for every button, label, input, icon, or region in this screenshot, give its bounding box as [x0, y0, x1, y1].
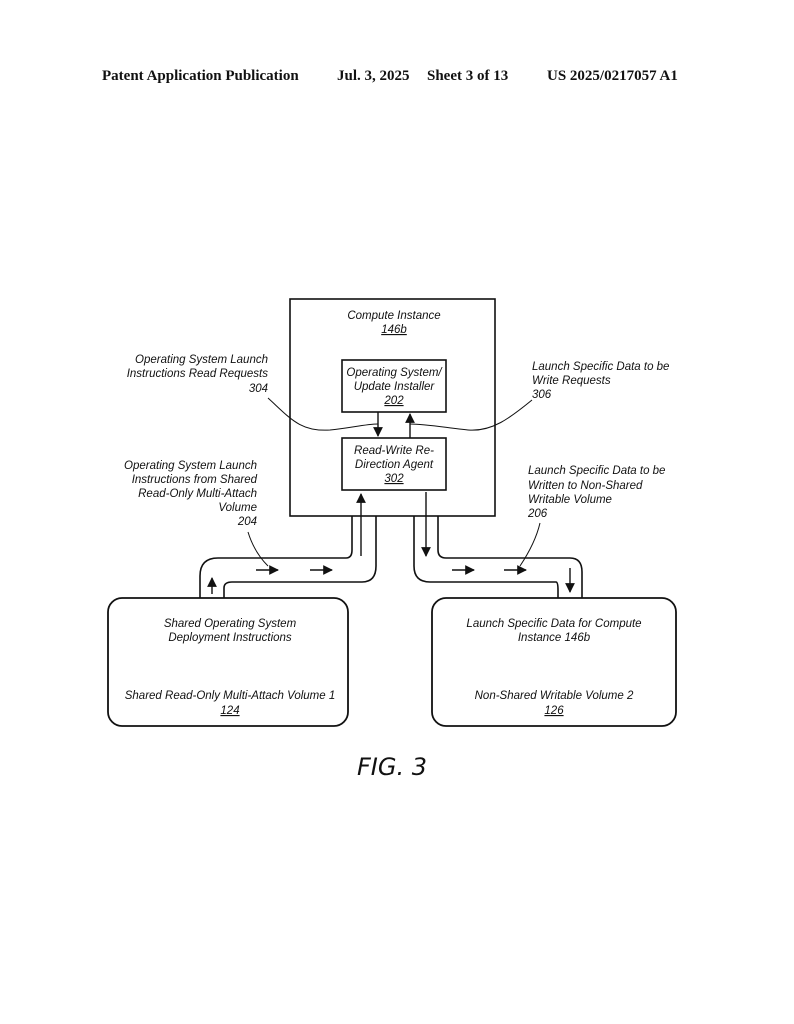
shared-volume-content2: Deployment Instructions [168, 632, 292, 644]
compute-instance-title: Compute Instance [347, 310, 440, 322]
publication-title: Patent Application Publication [102, 68, 299, 84]
page-header: Patent Application Publication Jul. 3, 2… [0, 68, 794, 92]
left-pipe-inner [223, 516, 377, 598]
rw-agent-line2: Direction Agent [355, 459, 434, 471]
compute-instance-ref: 146b [381, 324, 407, 336]
nonshared-volume-content2: Instance 146b [518, 632, 591, 644]
compute-instance-box [289, 298, 496, 517]
figure-label: FIG. 3 [357, 753, 427, 781]
rw-agent-ref: 302 [384, 473, 404, 485]
shared-volume-content1: Shared Operating System [164, 618, 297, 630]
label-306-leader [409, 399, 533, 431]
label-306-line1: Launch Specific Data to be [532, 361, 669, 373]
label-204-ref: 204 [237, 516, 257, 528]
shared-volume-name: Shared Read-Only Multi-Attach Volume 1 [125, 690, 336, 702]
publication-number: US 2025/0217057 A1 [547, 68, 678, 84]
rw-agent-line1: Read-Write Re- [354, 445, 434, 457]
sheet-number: Sheet 3 of 13 [427, 68, 509, 84]
label-206-line1: Launch Specific Data to be [528, 465, 665, 477]
label-304-ref: 304 [249, 383, 268, 395]
shared-volume-ref: 124 [220, 705, 239, 717]
nonshared-volume-ref: 126 [544, 705, 564, 717]
publication-date: Jul. 3, 2025 [337, 68, 410, 84]
label-206-leader [519, 522, 541, 567]
nonshared-volume-name: Non-Shared Writable Volume 2 [475, 690, 634, 702]
label-204-leader [247, 531, 269, 567]
nonshared-volume-box [431, 597, 677, 727]
label-304-leader [267, 397, 379, 431]
os-installer-box [341, 359, 447, 413]
label-204-line4: Volume [218, 502, 257, 514]
os-installer-ref: 202 [383, 395, 404, 407]
left-pipe-outer [199, 516, 353, 598]
label-204-line3: Read-Only Multi-Attach [138, 488, 257, 500]
label-206-line2: Written to Non-Shared [528, 480, 643, 492]
os-installer-line1: Operating System/ [346, 367, 443, 379]
shared-volume-box [107, 597, 349, 727]
label-206-line3: Writable Volume [528, 494, 612, 506]
right-pipe-outer [413, 516, 559, 598]
label-304-line1: Operating System Launch [135, 354, 268, 366]
label-304-line2: Instructions Read Requests [127, 368, 269, 380]
label-206-ref: 206 [527, 508, 548, 520]
rw-agent-box [341, 437, 447, 491]
right-pipe-inner [437, 516, 583, 598]
nonshared-volume-content1: Launch Specific Data for Compute [466, 618, 641, 630]
label-306-ref: 306 [532, 389, 552, 401]
label-204-line1: Operating System Launch [124, 460, 257, 472]
os-installer-line2: Update Installer [354, 381, 436, 393]
label-204-line2: Instructions from Shared [132, 474, 258, 486]
label-306-line2: Write Requests [532, 375, 611, 387]
